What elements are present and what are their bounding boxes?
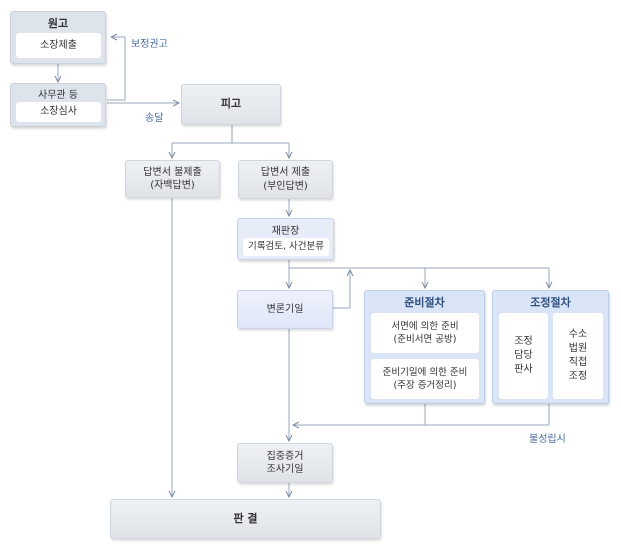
judge-title: 재판장 <box>271 226 300 237</box>
hearing-node: 변론기일 <box>237 290 333 329</box>
answer-node: 답변서 제출 (부인답변) <box>238 160 333 199</box>
plaintiff-step: 소장제출 <box>16 33 101 58</box>
label-correction: 보정권고 <box>131 39 168 50</box>
plaintiff-title: 원고 <box>47 17 69 30</box>
label-service: 송달 <box>145 113 164 124</box>
prep-title: 준비절차 <box>404 296 445 309</box>
clerk-title: 사무관 등 <box>38 90 78 101</box>
prep-hearing: 준비기일에 의한 준비 (주장 증거정리) <box>371 359 479 399</box>
mediation-judge: 조정 담당 판사 <box>499 313 548 399</box>
label-failure: 불성립시 <box>529 434 566 445</box>
defendant-node: 피고 <box>181 84 281 125</box>
prep-block: 준비절차 서면에 의한 준비 (준비서면 공방) 준비기일에 의한 준비 (주장… <box>364 290 485 404</box>
clerk-block: 사무관 등 소장심사 <box>10 83 106 127</box>
intensive-node: 집중증거 조사기일 <box>237 443 333 483</box>
judgment-node: 판 결 <box>110 499 381 539</box>
mediation-title: 조정절차 <box>530 296 571 309</box>
mediation-court: 수소 법원 직접 조정 <box>553 313 603 399</box>
prep-written: 서면에 의한 준비 (준비서면 공방) <box>371 313 479 353</box>
clerk-step: 소장심사 <box>16 102 101 122</box>
judge-block: 재판장 기록검토, 사건분류 <box>237 218 334 260</box>
edge-hearing-loop <box>333 270 350 309</box>
edge-correction <box>107 37 126 101</box>
no-answer-node: 답변서 불제출 (자백답변) <box>125 160 220 198</box>
plaintiff-block: 원고 소장제출 <box>10 11 106 64</box>
judge-step: 기록검토, 사건분류 <box>243 238 329 256</box>
mediation-block: 조정절차 조정 담당 판사 수소 법원 직접 조정 <box>492 290 609 404</box>
